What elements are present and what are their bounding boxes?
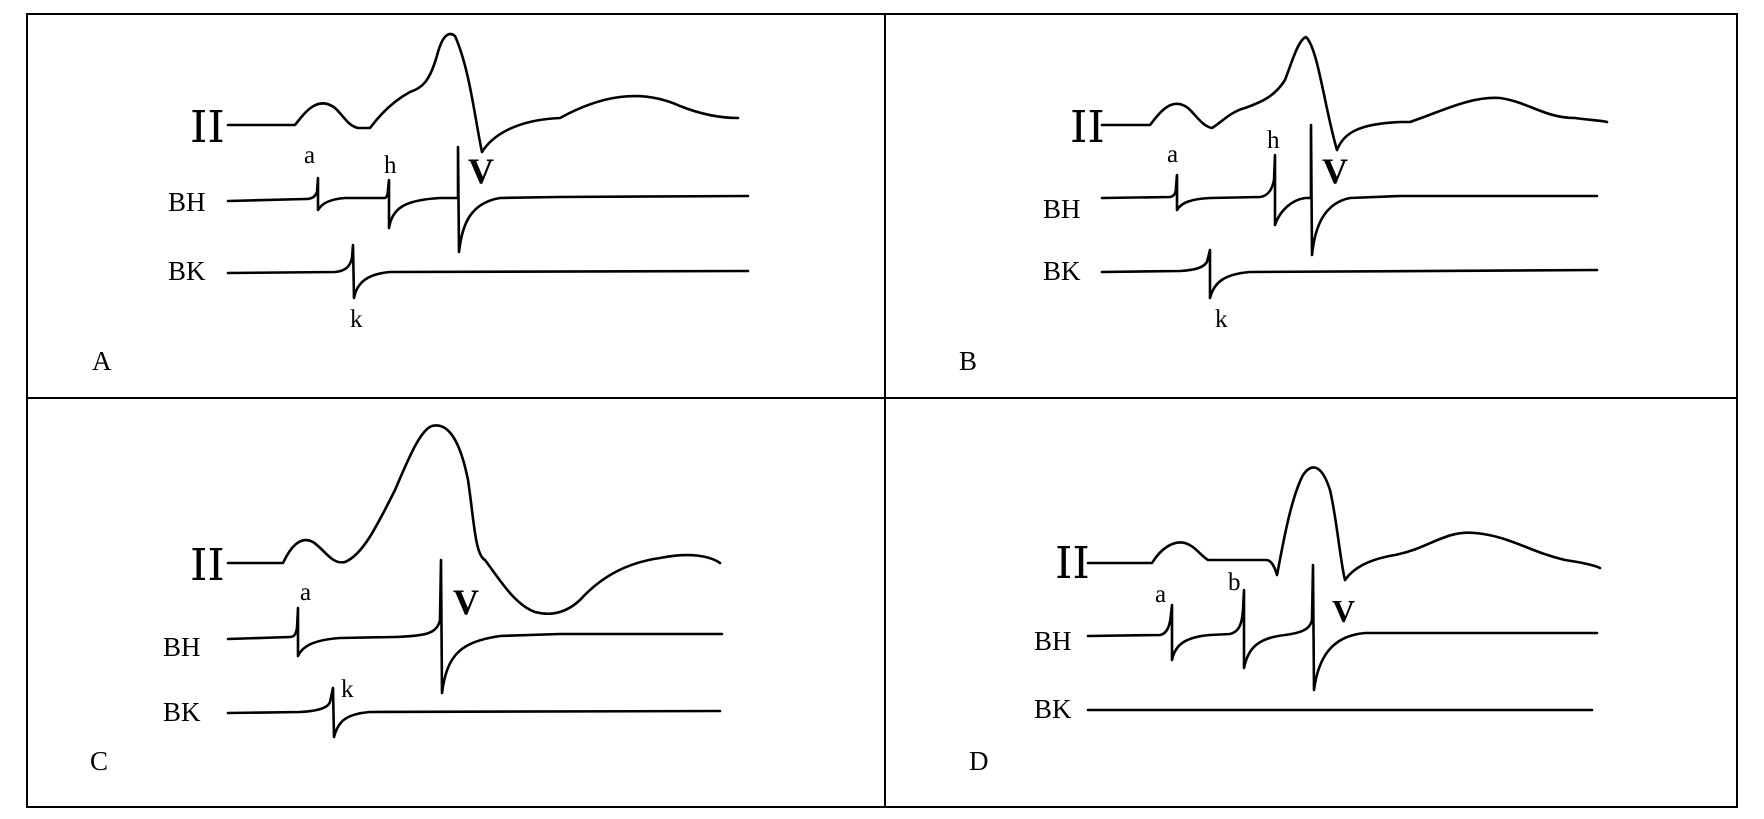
bh-trace [226, 558, 724, 695]
mark-v: V [453, 582, 479, 622]
bk-trace [226, 686, 722, 739]
mark-v: V [468, 151, 494, 191]
panel-b: II BH BK a h V k B [959, 35, 1609, 376]
figure-frame [26, 13, 1738, 808]
mark-k: k [1215, 306, 1228, 333]
lead-ii-label: II [190, 540, 225, 591]
bh-trace [226, 145, 750, 254]
mark-b: b [1228, 569, 1241, 596]
mark-v: V [1322, 151, 1348, 191]
panel-a: II BH BK a h V k A [92, 32, 750, 376]
lead-bh-label: BH [168, 187, 206, 217]
lead-bk-label: BK [1043, 256, 1081, 286]
lead-bh-label: BH [1034, 626, 1072, 656]
lead-ii-label: II [190, 102, 225, 153]
lead-ii-label: II [1070, 102, 1105, 153]
mark-a: a [1155, 581, 1166, 608]
lead-bk-label: BK [163, 697, 201, 727]
panel-c: II BH BK a V k C [90, 424, 724, 776]
panel-label: D [969, 746, 989, 776]
mark-h: h [1267, 127, 1280, 154]
bh-trace [1100, 123, 1599, 257]
mark-a: a [304, 142, 315, 169]
panel-d: II BH BK a b V D [969, 466, 1602, 776]
lead-bk-label: BK [1034, 694, 1072, 724]
mark-k: k [341, 676, 354, 703]
panel-label: B [959, 346, 977, 376]
mark-v: V [1332, 593, 1355, 629]
lead-ii-trace [1086, 466, 1602, 582]
bk-trace [1100, 248, 1599, 300]
mark-a: a [300, 579, 311, 606]
lead-ii-trace [226, 32, 740, 154]
mark-a: a [1167, 141, 1178, 168]
mark-k: k [350, 306, 363, 333]
lead-bh-label: BH [163, 632, 201, 662]
bh-trace [1086, 563, 1599, 692]
lead-ii-trace [1100, 35, 1609, 152]
lead-bk-label: BK [168, 256, 206, 286]
lead-bh-label: BH [1043, 194, 1081, 224]
lead-ii-label: II [1055, 538, 1090, 589]
panel-label: C [90, 746, 108, 776]
mark-h: h [384, 152, 397, 179]
lead-ii-trace [226, 424, 722, 616]
bk-trace [226, 243, 750, 300]
panel-label: A [92, 346, 112, 376]
